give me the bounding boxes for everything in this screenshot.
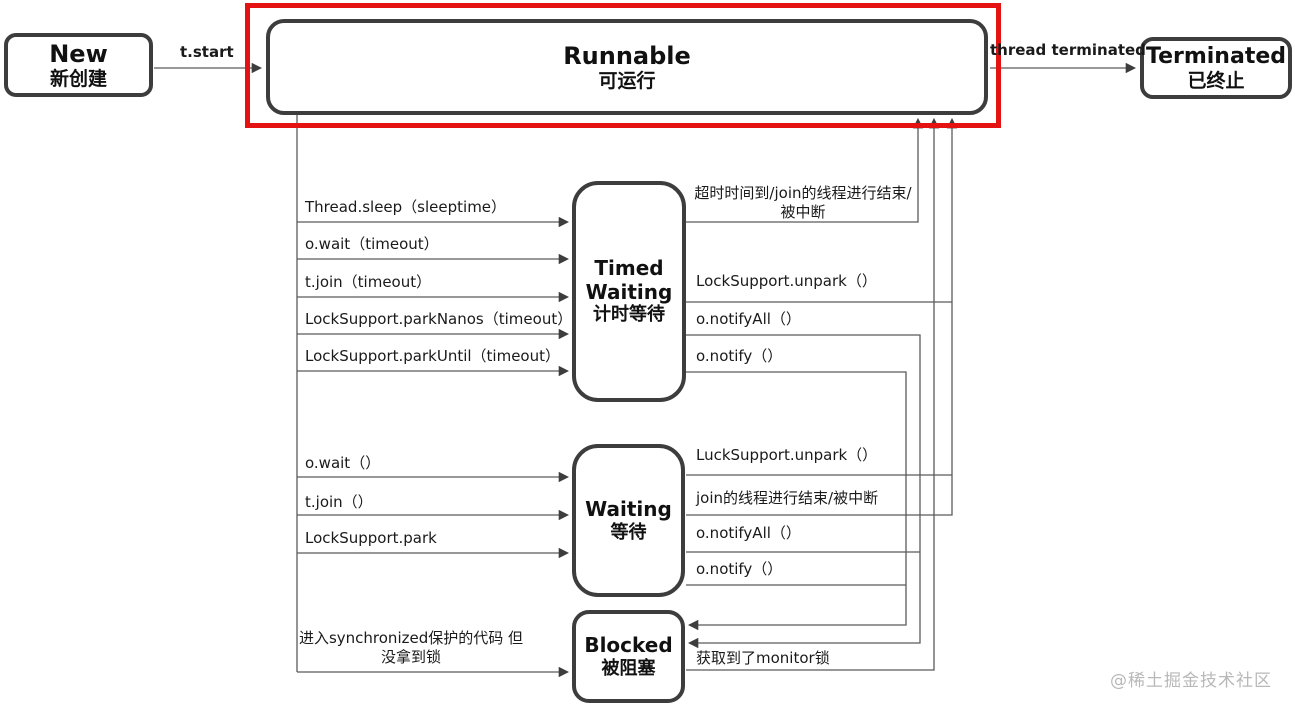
edge-label-join-end: join的线程进行结束/被中断 <box>696 489 879 507</box>
watermark: @稀土掘金技术社区 <box>1110 671 1272 691</box>
state-title: Blocked <box>584 633 673 658</box>
edge-blocked-to-runnable-monitor <box>686 117 940 671</box>
state-box-runnable: Runnable 可运行 <box>266 19 988 115</box>
state-subtitle: 被阻塞 <box>601 657 656 679</box>
edge-label-enter-synchronized: 进入synchronized保护的代码 但没拿到锁 <box>298 629 524 666</box>
state-subtitle: 计时等待 <box>593 304 665 326</box>
edge-label-timed-notifyall: o.notifyAll（） <box>696 310 801 328</box>
edge-label-tjoin-timeout: t.join（timeout） <box>305 273 432 291</box>
state-title: Waiting <box>585 497 672 522</box>
state-box-timed-waiting: Timed Waiting 计时等待 <box>572 181 686 402</box>
edge-label-got-monitor: 获取到了monitor锁 <box>696 649 830 667</box>
state-box-waiting: Waiting 等待 <box>572 444 685 597</box>
edge-label-owait-timeout: o.wait（timeout） <box>305 235 439 253</box>
edge-label-waiting-notify: o.notify（） <box>696 560 783 578</box>
edge-label-tjoin: t.join（） <box>305 493 373 511</box>
edge-timed-to-blocked-notify <box>686 371 907 631</box>
state-box-new: New 新创建 <box>4 33 153 97</box>
edge-label-parkuntil: LockSupport.parkUntil（timeout） <box>305 347 560 365</box>
state-subtitle: 等待 <box>610 521 647 543</box>
edge-label-thread-sleep: Thread.sleep（sleeptime） <box>305 198 507 216</box>
edge-label-t-start: t.start <box>180 43 234 61</box>
edge-label-lockpark: LockSupport.park <box>305 529 437 547</box>
edge-label-owait: o.wait（） <box>305 454 381 472</box>
state-title: Terminated <box>1145 43 1286 69</box>
state-subtitle: 已终止 <box>1187 69 1245 92</box>
edge-waiting-to-runnable-join <box>686 117 958 516</box>
state-box-terminated: Terminated 已终止 <box>1140 37 1292 99</box>
state-box-blocked: Blocked 被阻塞 <box>572 610 685 703</box>
edge-timed-to-runnable-timeout <box>686 117 924 223</box>
edge-label-waiting-notifyall: o.notifyAll（） <box>696 524 801 542</box>
edge-label-parknanos: LockSupport.parkNanos（timeout） <box>305 310 573 328</box>
state-title: New <box>49 39 108 68</box>
state-title: Timed Waiting <box>585 256 673 304</box>
edge-label-thread-terminated: thread terminated <box>990 41 1146 59</box>
edge-label-timeout-return: 超时时间到/join的线程进行结束/被中断 <box>694 184 912 221</box>
state-title: Runnable <box>563 41 691 70</box>
runnable-highlight-frame <box>245 3 1001 128</box>
state-subtitle: 可运行 <box>598 69 656 92</box>
edge-label-locksupport-unpark: LockSupport.unpark（） <box>696 272 877 290</box>
edge-label-timed-notify: o.notify（） <box>696 347 783 365</box>
edge-label-lucksupport-unpark: LuckSupport.unpark（） <box>696 446 878 464</box>
state-subtitle: 新创建 <box>49 67 107 90</box>
edge-timed-to-blocked-notifyall <box>686 334 921 649</box>
